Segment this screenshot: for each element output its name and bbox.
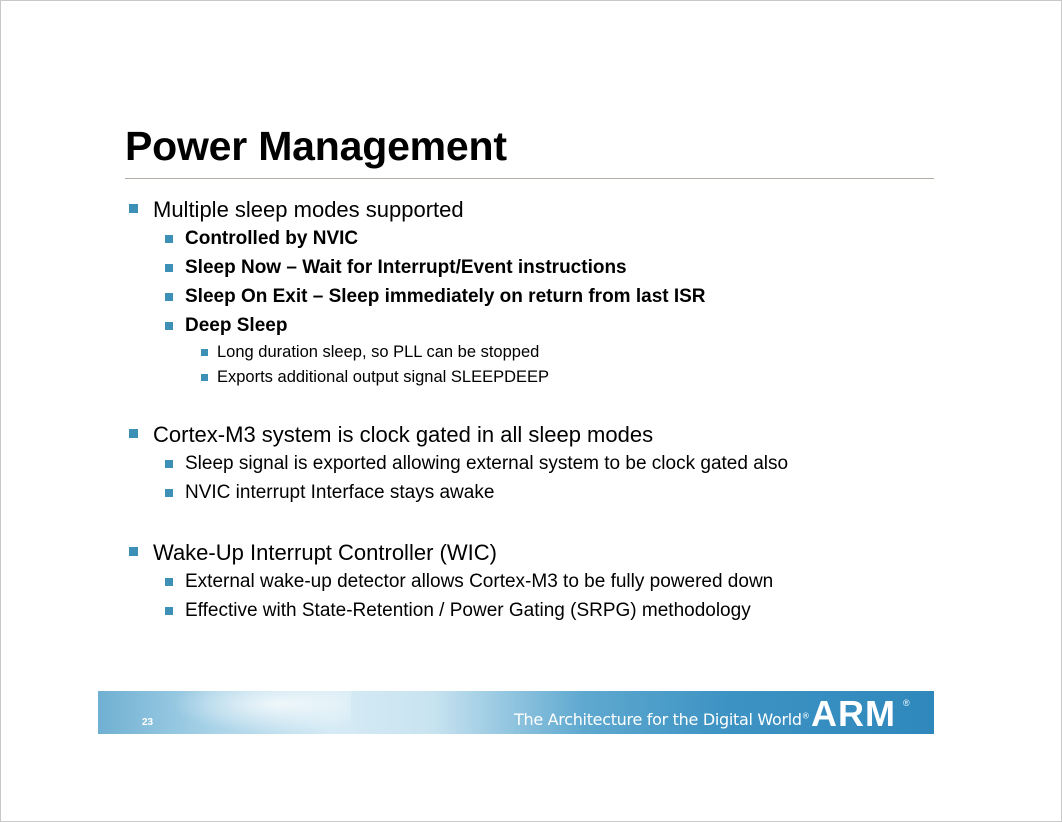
slide-title: Power Management bbox=[125, 123, 507, 169]
title-divider bbox=[125, 178, 934, 179]
bullet-level2: Effective with State-Retention / Power G… bbox=[185, 600, 751, 621]
bullet-level2: External wake-up detector allows Cortex-… bbox=[185, 571, 774, 592]
bullet-level2: Sleep signal is exported allowing extern… bbox=[185, 453, 789, 474]
bullet-marker-icon bbox=[165, 489, 173, 497]
bullet-level1: Multiple sleep modes supported bbox=[153, 197, 464, 222]
bullet-marker-icon bbox=[165, 264, 173, 272]
bullet-level3: Long duration sleep, so PLL can be stopp… bbox=[217, 343, 540, 361]
bullet-level2: Sleep On Exit – Sleep immediately on ret… bbox=[185, 286, 706, 307]
bullet-marker-icon bbox=[165, 322, 173, 330]
page-number: 23 bbox=[142, 717, 154, 728]
bullet-marker-icon bbox=[129, 429, 138, 438]
bullet-marker-icon bbox=[165, 293, 173, 301]
bullet-marker-icon bbox=[129, 204, 138, 213]
bullet-marker-icon bbox=[201, 349, 208, 356]
bullet-marker-icon bbox=[165, 578, 173, 586]
bullet-marker-icon bbox=[165, 607, 173, 615]
bullet-level2: Controlled by NVIC bbox=[185, 228, 359, 249]
bullet-marker-icon bbox=[201, 374, 208, 381]
footer-tagline-mark: ® bbox=[801, 711, 810, 721]
bullet-marker-icon bbox=[165, 460, 173, 468]
footer-tagline: The Architecture for the Digital World® bbox=[514, 710, 810, 729]
bullet-marker-icon bbox=[129, 547, 138, 556]
bullet-marker-icon bbox=[165, 235, 173, 243]
bullet-level2: Sleep Now – Wait for Interrupt/Event ins… bbox=[185, 257, 627, 278]
bullet-level2: Deep Sleep bbox=[185, 315, 288, 336]
bullet-level3: Exports additional output signal SLEEPDE… bbox=[217, 368, 550, 386]
bullet-level2: NVIC interrupt Interface stays awake bbox=[185, 482, 495, 503]
bullet-level1: Wake-Up Interrupt Controller (WIC) bbox=[153, 540, 497, 565]
footer-decoration bbox=[171, 691, 351, 734]
arm-logo: ARM bbox=[811, 693, 896, 734]
bullet-level1: Cortex-M3 system is clock gated in all s… bbox=[153, 422, 654, 447]
logo-registered-mark: ® bbox=[903, 698, 910, 708]
footer-tagline-text: The Architecture for the Digital World bbox=[514, 710, 802, 729]
